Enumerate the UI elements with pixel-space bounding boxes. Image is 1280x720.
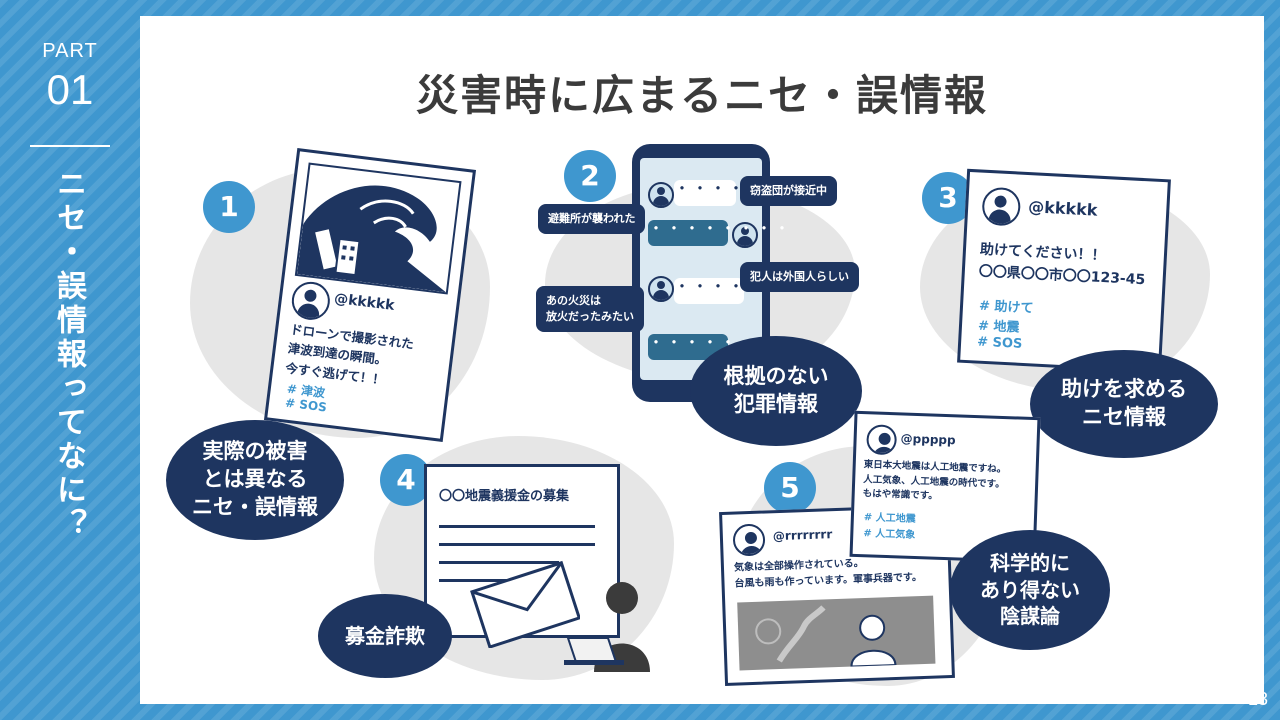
chat-bubble: 避難所が襲われた (538, 204, 646, 234)
sidebar-divider (30, 145, 110, 147)
content-panel: 災害時に広まるニセ・誤情報 1 @kkkkk ドローンで撮影された 津波到達の瞬… (140, 16, 1264, 704)
chat-dots: ・・・・・・・・ (648, 220, 790, 246)
caption-oval-5: 科学的に あり得ない 陰謀論 (950, 530, 1110, 650)
number-badge-1: 1 (203, 181, 255, 233)
user-avatar (866, 424, 898, 456)
post-tag: # 人工気象 (863, 528, 916, 541)
part-label: PART (42, 40, 98, 62)
post-handle: @ppppp (900, 431, 956, 448)
caption-oval-1: 実際の被害 とは異なる ニセ・誤情報 (166, 420, 344, 540)
post-tag: # 人工地震 (863, 512, 916, 525)
chat-bubble: 窃盗団が接近中 (740, 176, 837, 206)
text-line (439, 561, 559, 564)
chat-avatar (732, 222, 758, 248)
part-number: 01 (46, 66, 94, 113)
number-badge-4: 4 (380, 454, 432, 506)
chat-avatar (648, 182, 674, 208)
chat-bubble: 犯人は外国人らしい (740, 262, 859, 292)
caption-oval-3: 助けを求める ニセ情報 (1030, 350, 1218, 458)
post-text: 東日本大地震は人工地震ですね。 人工気象、人工地震の時代です。 もはや常識です。 (862, 459, 1007, 503)
sidebar: PART 01 ニセ・誤情報ってなに？ (0, 0, 140, 720)
text-line (439, 525, 595, 528)
post-handle: @kkkkk (333, 290, 396, 314)
post-card-1: @kkkkk ドローンで撮影された 津波到達の瞬間。 今すぐ逃げて！！ # 津波… (263, 148, 477, 442)
number-badge-2: 2 (564, 150, 616, 202)
post-tag: # 助けて (978, 298, 1034, 317)
page-title: 災害時に広まるニセ・誤情報 (415, 71, 988, 120)
document-card: 〇〇地震義援金の募集 (424, 464, 620, 638)
text-line (439, 579, 549, 582)
weather-map-image (737, 595, 936, 671)
post-text: 気象は全部操作されている。 台風も雨も作っています。軍事兵器です。 (733, 558, 923, 590)
post-handle: @kkkkk (1027, 197, 1098, 220)
number-badge-5: 5 (764, 462, 816, 514)
caption-oval-4: 募金詐欺 (318, 594, 452, 678)
tsunami-photo (294, 162, 462, 295)
japan-map-illustration (755, 605, 897, 668)
post-card-3: @kkkkk 助けてください！！ 〇〇県〇〇市〇〇123-45 # 助けて # … (957, 168, 1171, 374)
chat-dots: ・・・・・・・・ (674, 180, 816, 206)
post-text: 助けてください！！ 〇〇県〇〇市〇〇123-45 (978, 241, 1146, 289)
envelope-icon (470, 560, 580, 648)
chat-dots: ・・・・・・・・ (674, 278, 816, 304)
post-tag: # SOS (976, 334, 1023, 352)
document-title: 〇〇地震義援金の募集 (439, 489, 570, 504)
tsunami-illustration (297, 185, 446, 293)
section-title: ニセ・誤情報ってなに？ (51, 168, 86, 542)
post-tag: # 地震 (977, 318, 1020, 336)
user-avatar (981, 186, 1022, 227)
user-avatar (732, 523, 766, 557)
text-line (439, 543, 595, 546)
scammer-icon (564, 582, 650, 672)
user-avatar (289, 279, 333, 323)
caption-oval-2: 根拠のない 犯罪情報 (690, 336, 862, 446)
chat-avatar (648, 276, 674, 302)
post-card-5b: @rrrrrrrr 気象は全部操作されている。 台風も雨も作っています。軍事兵器… (719, 504, 955, 686)
chat-bubble: あの火災は 放火だったみたい (536, 286, 644, 332)
post-handle: @rrrrrrrr (772, 527, 833, 544)
